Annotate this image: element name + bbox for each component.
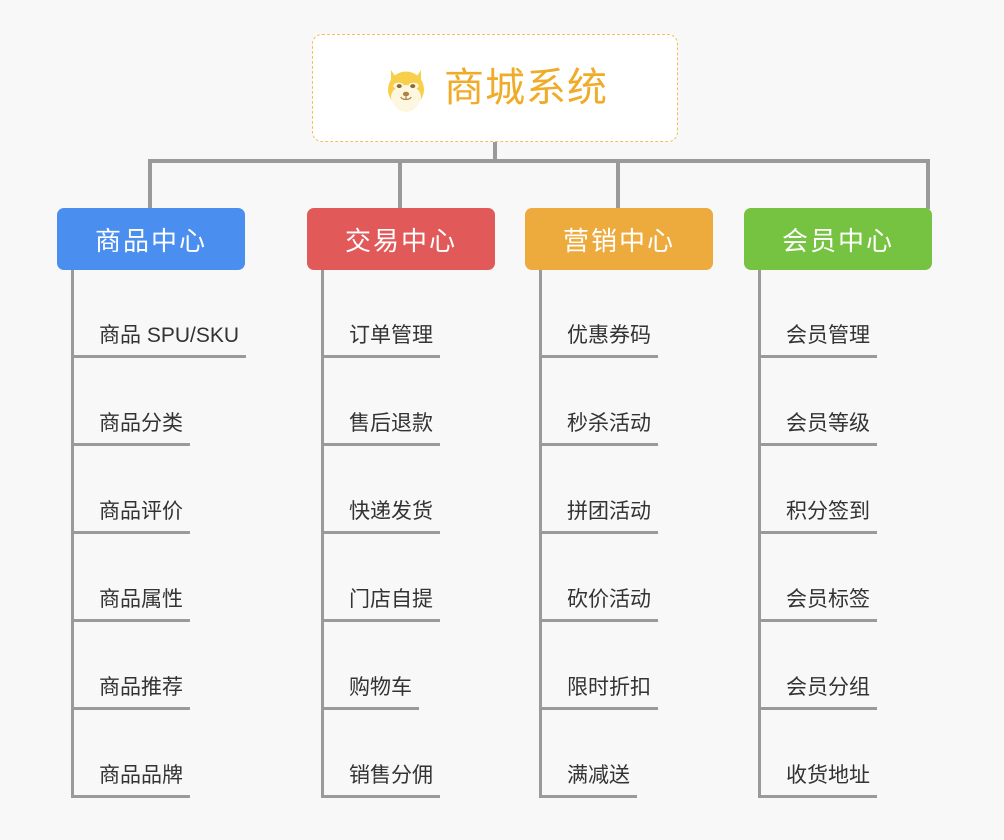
leaf-label: 销售分佣 [342, 764, 440, 798]
leaf-connector [761, 619, 781, 622]
list-item[interactable]: 商品评价 [74, 446, 245, 534]
leaf-connector [761, 443, 781, 446]
list-item[interactable]: 会员标签 [761, 534, 932, 622]
leaf-connector [542, 795, 562, 798]
list-item[interactable]: 商品品牌 [74, 710, 245, 798]
list-item[interactable]: 快递发货 [324, 446, 495, 534]
category-header-marketing-center[interactable]: 营销中心 [525, 208, 713, 270]
leaf-connector [74, 443, 94, 446]
leaf-connector [542, 355, 562, 358]
leaf-connector [74, 531, 94, 534]
leaf-connector [761, 355, 781, 358]
leaf-label: 商品属性 [92, 588, 190, 622]
category-header-trade-center[interactable]: 交易中心 [307, 208, 495, 270]
list-item[interactable]: 收货地址 [761, 710, 932, 798]
dog-face-icon [388, 70, 424, 112]
leaf-label: 商品 SPU/SKU [92, 324, 247, 358]
connector-drop-4 [926, 159, 930, 209]
connector-drop-3 [616, 159, 620, 209]
list-item[interactable]: 商品 SPU/SKU [74, 270, 247, 358]
leaf-connector [74, 707, 94, 710]
leaf-label: 门店自提 [342, 588, 440, 622]
leaf-connector [74, 355, 94, 358]
leaf-label: 会员分组 [779, 676, 877, 710]
list-item[interactable]: 门店自提 [324, 534, 495, 622]
leaf-label: 订单管理 [342, 324, 440, 358]
leaf-label: 商品品牌 [92, 764, 190, 798]
leaf-label: 限时折扣 [560, 676, 658, 710]
leaf-label: 购物车 [342, 676, 419, 710]
leaf-list-marketing-center: 优惠券码 秒杀活动 拼团活动 砍价活动 限时折扣 满减送 [539, 270, 713, 798]
leaf-list-trade-center: 订单管理 售后退款 快递发货 门店自提 购物车 销售分佣 [321, 270, 495, 798]
root-title: 商城系统 [444, 66, 608, 110]
connector-stem [493, 142, 497, 163]
list-item[interactable]: 优惠券码 [542, 270, 713, 358]
list-item[interactable]: 积分签到 [761, 446, 932, 534]
category-label: 营销中心 [562, 225, 675, 256]
category-label: 交易中心 [344, 225, 457, 256]
leaf-label: 商品分类 [92, 412, 190, 446]
connector-bus [148, 159, 930, 163]
list-item[interactable]: 订单管理 [324, 270, 495, 358]
list-item[interactable]: 商品分类 [74, 358, 245, 446]
list-item[interactable]: 会员管理 [761, 270, 932, 358]
leaf-label: 满减送 [560, 764, 637, 798]
leaf-list-member-center: 会员管理 会员等级 积分签到 会员标签 会员分组 收货地址 [758, 270, 932, 798]
list-item[interactable]: 售后退款 [324, 358, 495, 446]
branch-marketing-center: 营销中心 优惠券码 秒杀活动 拼团活动 砍价活动 限时折扣 [525, 208, 713, 798]
leaf-connector [761, 531, 781, 534]
leaf-label: 商品评价 [92, 500, 190, 534]
leaf-label: 秒杀活动 [560, 412, 658, 446]
list-item[interactable]: 购物车 [324, 622, 495, 710]
list-item[interactable]: 拼团活动 [542, 446, 713, 534]
leaf-connector [324, 707, 344, 710]
leaf-connector [324, 795, 344, 798]
list-item[interactable]: 商品属性 [74, 534, 245, 622]
leaf-connector [74, 795, 94, 798]
leaf-connector [324, 443, 344, 446]
list-item[interactable]: 限时折扣 [542, 622, 713, 710]
leaf-connector [324, 531, 344, 534]
leaf-label: 会员管理 [779, 324, 877, 358]
leaf-list-product-center: 商品 SPU/SKU 商品分类 商品评价 商品属性 商品推荐 商品品牌 [71, 270, 247, 798]
leaf-connector [74, 619, 94, 622]
leaf-label: 快递发货 [342, 500, 440, 534]
leaf-label: 拼团活动 [560, 500, 658, 534]
category-header-member-center[interactable]: 会员中心 [744, 208, 932, 270]
leaf-label: 砍价活动 [560, 588, 658, 622]
leaf-connector [542, 443, 562, 446]
branch-product-center: 商品中心 商品 SPU/SKU 商品分类 商品评价 商品属性 商品推荐 [57, 208, 247, 798]
category-label: 会员中心 [781, 225, 894, 256]
leaf-label: 会员等级 [779, 412, 877, 446]
category-label: 商品中心 [94, 225, 207, 256]
branch-member-center: 会员中心 会员管理 会员等级 积分签到 会员标签 会员分组 [744, 208, 932, 798]
category-header-product-center[interactable]: 商品中心 [57, 208, 245, 270]
root-node[interactable]: 商城系统 [312, 34, 678, 142]
leaf-connector [542, 531, 562, 534]
leaf-label: 优惠券码 [560, 324, 658, 358]
list-item[interactable]: 商品推荐 [74, 622, 245, 710]
list-item[interactable]: 会员分组 [761, 622, 932, 710]
leaf-connector [761, 795, 781, 798]
leaf-connector [761, 707, 781, 710]
list-item[interactable]: 销售分佣 [324, 710, 495, 798]
leaf-label: 积分签到 [779, 500, 877, 534]
connector-drop-1 [148, 159, 152, 209]
leaf-connector [542, 619, 562, 622]
list-item[interactable]: 砍价活动 [542, 534, 713, 622]
leaf-connector [324, 619, 344, 622]
leaf-label: 商品推荐 [92, 676, 190, 710]
branch-trade-center: 交易中心 订单管理 售后退款 快递发货 门店自提 购物车 [307, 208, 495, 798]
leaf-label: 收货地址 [779, 764, 877, 798]
leaf-label: 售后退款 [342, 412, 440, 446]
leaf-connector [324, 355, 344, 358]
list-item[interactable]: 会员等级 [761, 358, 932, 446]
leaf-label: 会员标签 [779, 588, 877, 622]
list-item[interactable]: 满减送 [542, 710, 713, 798]
list-item[interactable]: 秒杀活动 [542, 358, 713, 446]
leaf-connector [542, 707, 562, 710]
connector-drop-2 [398, 159, 402, 209]
